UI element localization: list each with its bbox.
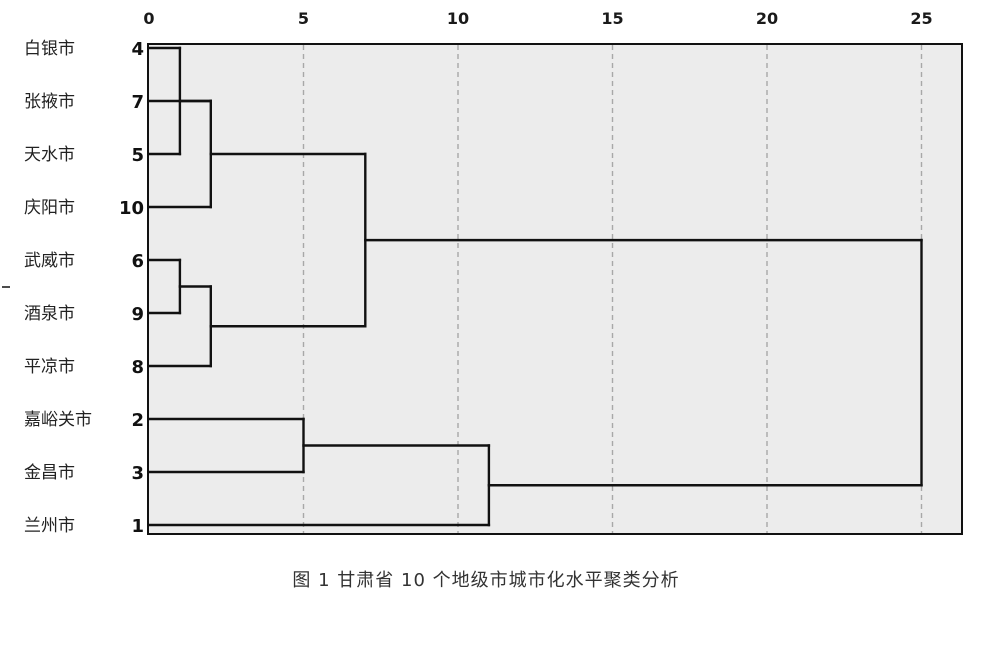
leaf-city-label: 武威市 [24,251,75,271]
x-tick-label: 5 [298,9,309,28]
x-tick-label: 10 [447,9,469,28]
leaf-city-label: 金昌市 [24,463,75,483]
leaf-case-number: 1 [131,516,144,537]
x-axis-ticks: 0 5 10 15 20 25 [143,9,932,28]
leaf-city-label: 庆阳市 [24,198,75,218]
leaf-case-number: 3 [131,463,144,484]
leaf-case-number: 2 [131,410,144,431]
leaf-case-number: 7 [131,92,144,113]
x-tick-label: 25 [910,9,932,28]
leaf-case-number: 5 [131,145,144,166]
leaf-case-number: 6 [131,251,144,272]
plot-area [147,43,963,535]
leaf-city-label: 张掖市 [24,92,75,112]
dendrogram-branches [147,46,923,527]
x-tick-label: 0 [143,9,154,28]
leaf-case-number: 8 [131,357,144,378]
figure-caption: 图 1 甘肃省 10 个地级市城市化水平聚类分析 [292,570,679,591]
leaf-city-label: 酒泉市 [24,304,75,324]
x-tick-label: 20 [756,9,778,28]
leaf-city-label: 白银市 [24,39,75,59]
leaf-city-label: 嘉峪关市 [24,410,92,430]
leaf-case-number: 4 [131,39,144,60]
leaf-city-label: 平凉市 [24,357,75,377]
leaf-city-label: 兰州市 [24,516,75,536]
leaf-labels: 白银市 4 张掖市 7 天水市 5 庆阳市 10 武威市 6 酒泉市 9 平凉市 8 嘉峪关市 2 金昌市 3 兰州… [24,39,144,537]
x-tick-label: 15 [601,9,623,28]
leaf-city-label: 天水市 [24,145,75,165]
leaf-case-number: 10 [119,198,144,219]
leaf-case-number: 9 [131,304,144,325]
